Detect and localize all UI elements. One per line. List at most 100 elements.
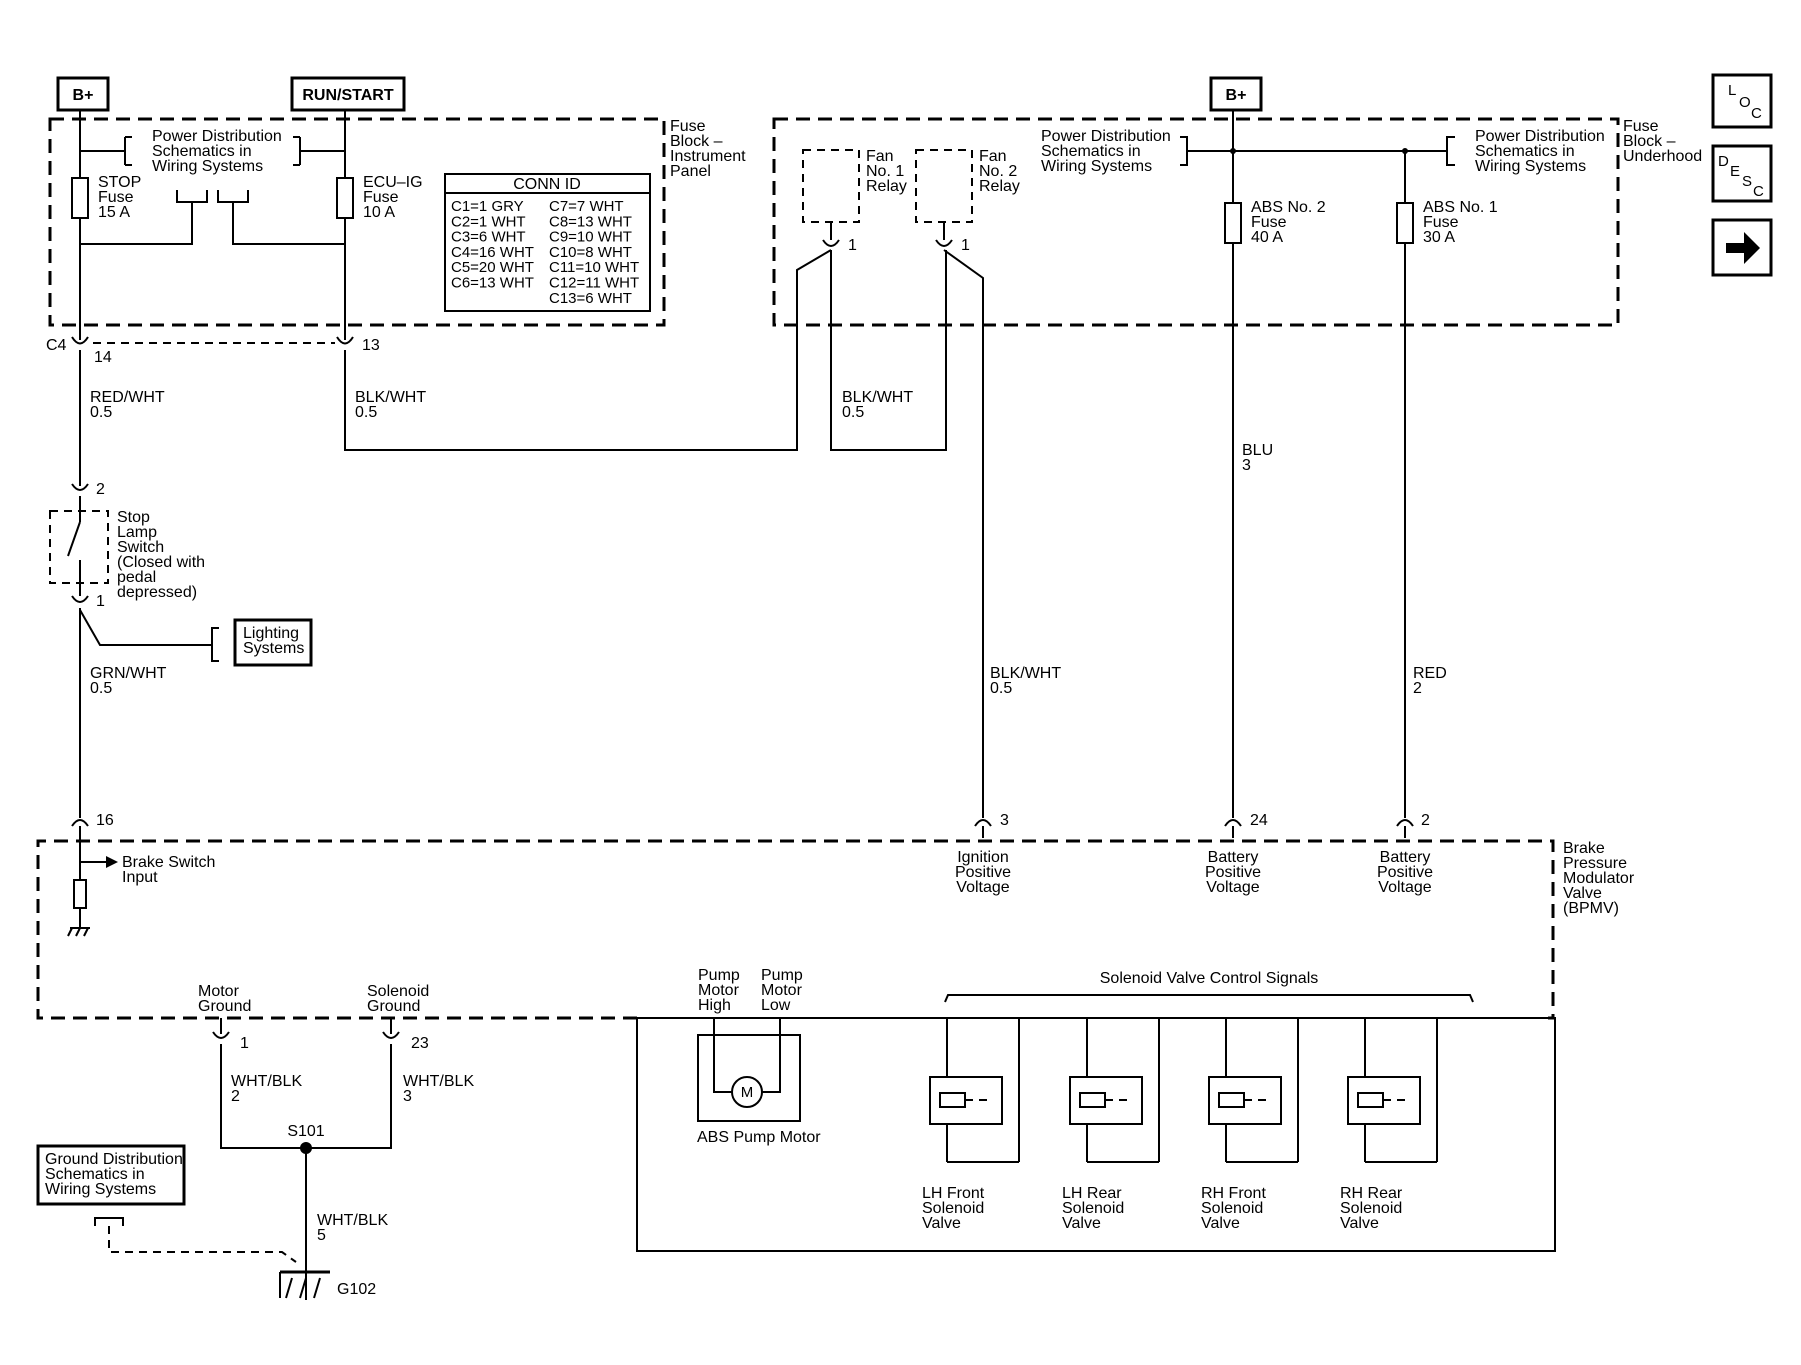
connector-c4: C4 14 13 bbox=[46, 325, 380, 366]
svg-text:B+: B+ bbox=[73, 87, 94, 104]
conn-id-entry: C12=11 WHT bbox=[549, 275, 639, 292]
bplus-right-power: B+ bbox=[1209, 76, 1263, 118]
arrow-right-icon bbox=[1726, 232, 1760, 264]
desc-letter-c: C bbox=[1753, 183, 1764, 200]
bplus-left-power: B+ bbox=[56, 76, 110, 118]
svg-text:2: 2 bbox=[1421, 812, 1430, 829]
svg-text:G102: G102 bbox=[337, 1281, 376, 1298]
loc-letter-o: O bbox=[1739, 94, 1751, 111]
resistor-icon bbox=[73, 879, 87, 909]
loc-button[interactable]: L O C bbox=[1711, 73, 1773, 129]
next-page-button[interactable] bbox=[1711, 218, 1773, 277]
chassis-ground-icon bbox=[67, 927, 90, 937]
ecu-ig-fuse-icon bbox=[336, 177, 354, 219]
svg-text:RUN/START: RUN/START bbox=[302, 87, 393, 104]
svg-text:M: M bbox=[741, 1084, 754, 1101]
conn-id-entry: C9=10 WHT bbox=[549, 229, 632, 246]
conn-id-entry: C6=13 WHT bbox=[451, 275, 534, 292]
solenoid-coil-icon bbox=[1079, 1092, 1106, 1108]
solenoid-coil-icon bbox=[939, 1092, 966, 1108]
solenoid-coil-icon bbox=[1357, 1092, 1384, 1108]
abs2-fuse-icon bbox=[1224, 202, 1242, 244]
conn-id-entry: C13=6 WHT bbox=[549, 290, 632, 307]
bpmv-internal-box bbox=[636, 1017, 1556, 1252]
svg-text:16: 16 bbox=[96, 812, 114, 829]
conn-id-entry: C2=1 WHT bbox=[451, 213, 526, 230]
svg-text:13: 13 bbox=[362, 337, 380, 354]
svg-text:1: 1 bbox=[240, 1035, 249, 1052]
abs1-fuse-icon bbox=[1396, 202, 1414, 244]
conn-id-entry: C11=10 WHT bbox=[549, 259, 639, 276]
desc-letter-s: S bbox=[1742, 173, 1752, 190]
svg-text:2: 2 bbox=[96, 481, 105, 498]
desc-letter-d: D bbox=[1718, 153, 1729, 170]
conn-id-entry: C4=16 WHT bbox=[451, 244, 534, 261]
svg-text:14: 14 bbox=[94, 349, 112, 366]
loc-letter-c: C bbox=[1751, 105, 1762, 122]
svg-text:B+: B+ bbox=[1226, 87, 1247, 104]
splice-s101-dot bbox=[300, 1142, 312, 1154]
svg-text:1: 1 bbox=[961, 237, 970, 254]
stop-fuse-icon bbox=[71, 177, 89, 219]
svg-text:1: 1 bbox=[848, 237, 857, 254]
conn-id-entry: C10=8 WHT bbox=[549, 244, 632, 261]
fan-relay-2-box bbox=[915, 149, 973, 223]
conn-id-entry: C5=20 WHT bbox=[451, 259, 534, 276]
solenoid-coil-icon bbox=[1218, 1092, 1245, 1108]
svg-text:3: 3 bbox=[1000, 812, 1009, 829]
pump-motor-box bbox=[697, 1034, 801, 1122]
conn-id-entry: C1=1 GRY bbox=[451, 198, 524, 215]
conn-id-entry: C7=7 WHT bbox=[549, 198, 624, 215]
run-start-power: RUN/START bbox=[290, 76, 406, 118]
desc-letter-e: E bbox=[1730, 163, 1740, 180]
svg-text:24: 24 bbox=[1250, 812, 1268, 829]
ground-g102-icon bbox=[279, 1270, 330, 1299]
conn-id-entry: C3=6 WHT bbox=[451, 229, 526, 246]
svg-text:Solenoid Valve Control Signals: Solenoid Valve Control Signals bbox=[1100, 970, 1319, 987]
svg-text:C4: C4 bbox=[46, 337, 67, 354]
desc-button[interactable]: D E S C bbox=[1711, 144, 1773, 203]
svg-text:1: 1 bbox=[96, 593, 105, 610]
